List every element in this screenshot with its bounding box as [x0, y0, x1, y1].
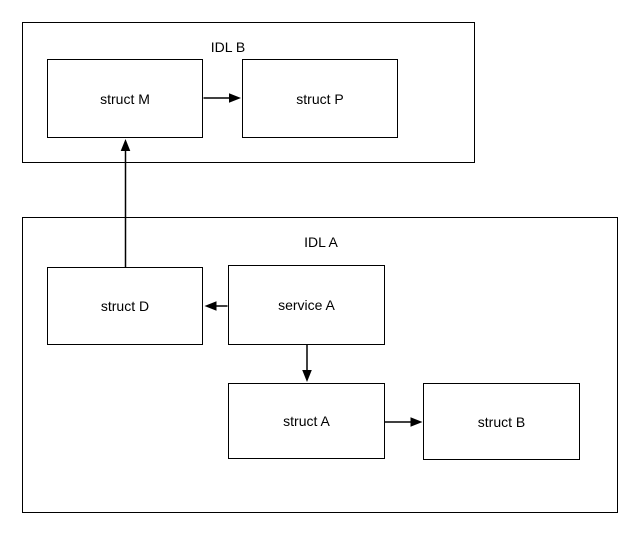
node-struct-m: struct M [47, 59, 203, 138]
container-idl-a: IDL A [22, 217, 618, 513]
node-service-a: service A [228, 265, 385, 345]
node-struct-b: struct B [423, 383, 580, 460]
node-struct-a: struct A [228, 383, 385, 459]
node-struct-d: struct D [47, 267, 203, 345]
node-struct-a-label: struct A [283, 413, 330, 429]
node-struct-m-label: struct M [100, 90, 150, 107]
container-idl-b-label: IDL B [210, 39, 246, 55]
container-idl-a-label: IDL A [304, 234, 338, 250]
node-service-a-label: service A [278, 297, 335, 313]
node-struct-p-label: struct P [296, 90, 344, 107]
node-struct-d-label: struct D [100, 298, 150, 314]
node-struct-p: struct P [242, 59, 398, 138]
node-struct-b-label: struct B [477, 413, 526, 430]
